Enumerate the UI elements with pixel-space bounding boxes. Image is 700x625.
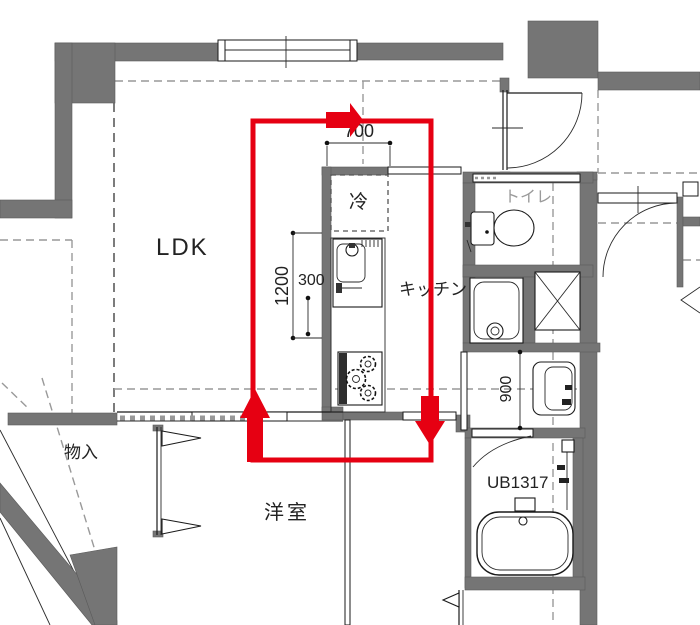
toilet-fixture bbox=[465, 209, 535, 253]
closet-fold-mark bbox=[680, 286, 700, 314]
bath-door-curve bbox=[472, 435, 532, 468]
vanity-sink bbox=[532, 361, 576, 416]
arrow-right-icon bbox=[326, 103, 363, 137]
bathtub bbox=[476, 439, 575, 576]
doors-openings bbox=[117, 90, 700, 625]
stove bbox=[337, 351, 383, 406]
refrigerator-label: 冷 bbox=[349, 192, 369, 213]
room-label-unit-bath: UB1317 bbox=[487, 473, 549, 492]
walls bbox=[0, 20, 700, 625]
door-swing-arc bbox=[506, 92, 583, 169]
washing-machine-pan bbox=[469, 277, 524, 344]
door-swing-arc bbox=[602, 202, 678, 278]
room-label-western-room: 洋室 bbox=[264, 502, 310, 524]
closet-fold-mark bbox=[441, 592, 460, 608]
kitchen-counter bbox=[330, 237, 386, 413]
circulation-route bbox=[240, 103, 445, 463]
room-label-ldk: LDK bbox=[156, 234, 209, 261]
pipe-shaft bbox=[534, 271, 581, 331]
closet-fold-mark bbox=[161, 518, 202, 535]
closet-fold-mark bbox=[161, 430, 202, 447]
arrow-up-icon bbox=[240, 389, 270, 462]
sink-unit bbox=[332, 238, 383, 308]
window bbox=[217, 36, 358, 68]
refrigerator-space bbox=[330, 174, 389, 232]
dimension-300: 300 bbox=[298, 272, 325, 289]
room-label-storage: 物入 bbox=[64, 443, 98, 462]
arrow-down-icon bbox=[415, 396, 445, 445]
room-label-toilet: トイレ bbox=[504, 189, 553, 206]
dimension-lines bbox=[290, 140, 523, 431]
bath-threshold bbox=[514, 497, 536, 512]
